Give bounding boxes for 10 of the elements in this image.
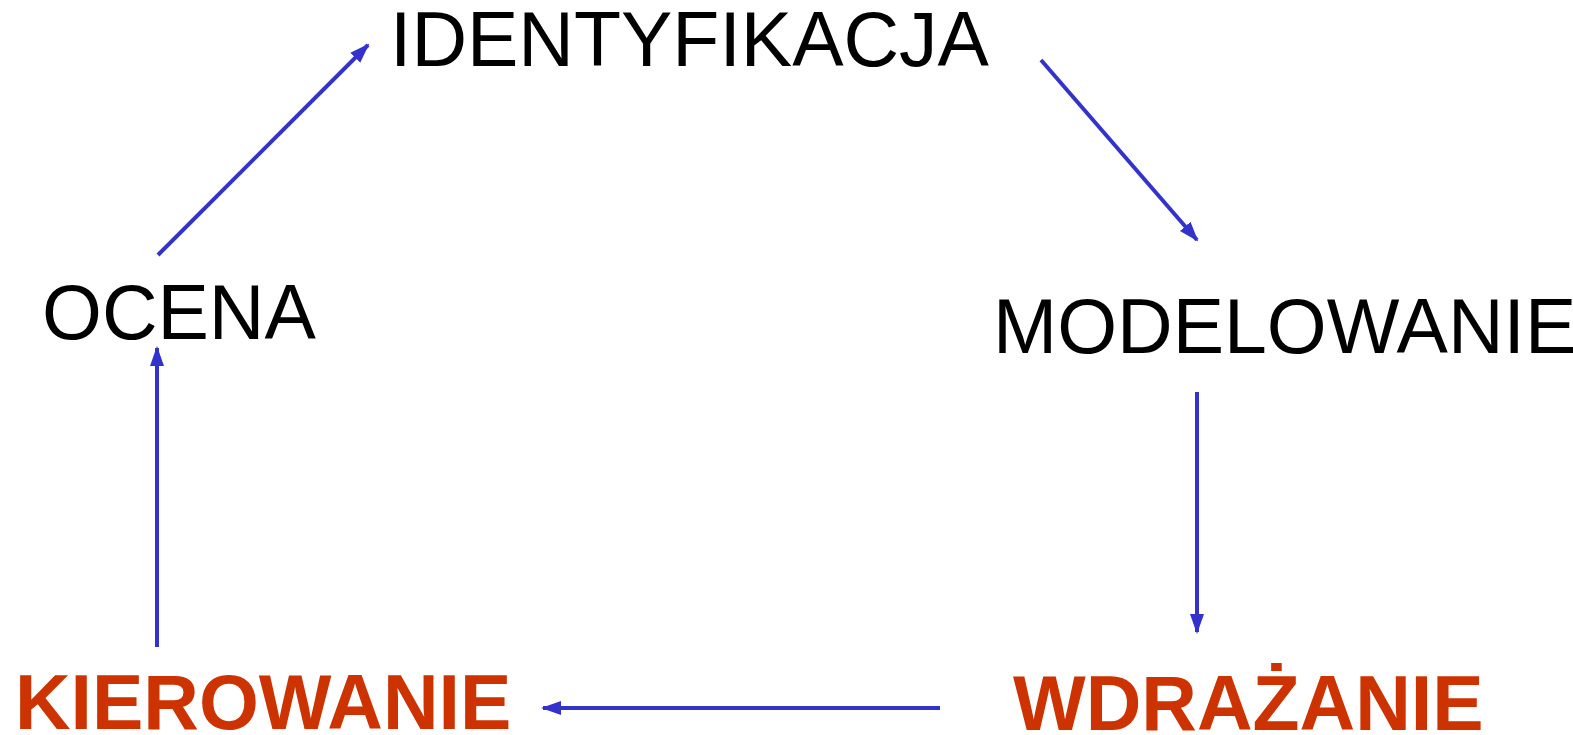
step-label: IDENTYFIKACJA <box>390 1 989 78</box>
arrow <box>541 701 940 715</box>
arrow <box>156 43 370 257</box>
step-label: WDRAŻANIE <box>1013 665 1484 735</box>
arrow <box>1039 58 1199 242</box>
arrow <box>150 346 164 647</box>
arrow <box>1190 392 1204 634</box>
step-label: KIEROWANIE <box>15 664 512 735</box>
step-label: OCENA <box>42 274 316 351</box>
step-label: MODELOWANIE <box>993 288 1573 365</box>
